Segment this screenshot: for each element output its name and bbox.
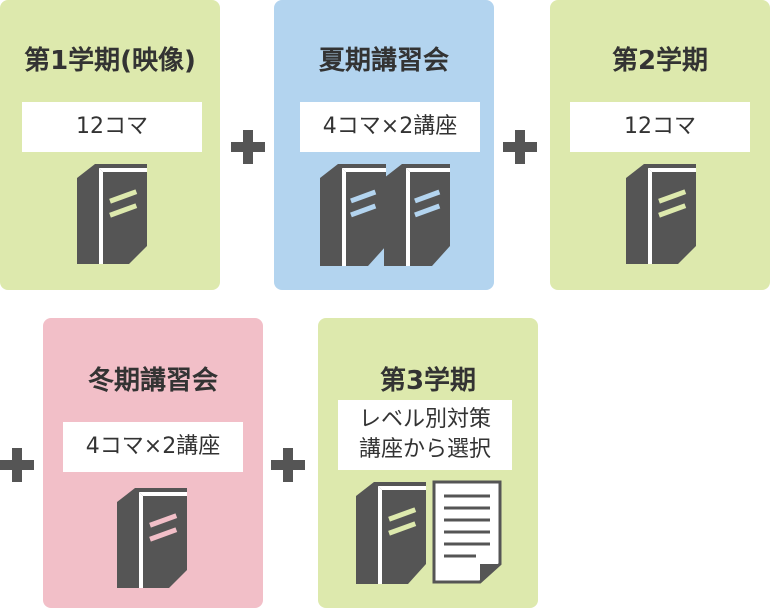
card-label: 12コマ	[22, 102, 202, 152]
card-title: 第1学期(映像)	[24, 46, 196, 76]
card-title: 夏期講習会	[318, 46, 449, 76]
card-title: 冬期講習会	[87, 366, 218, 396]
book-icon	[77, 164, 147, 264]
card-title: 第3学期	[379, 366, 477, 396]
document-icon	[432, 480, 502, 584]
card-label-line2: 講座から選択	[358, 437, 491, 462]
plus-icon	[503, 130, 537, 164]
card-title: 第2学期	[611, 46, 709, 76]
card-term3: 第3学期 レベル別対策 講座から選択	[318, 318, 538, 608]
card-label-line1: レベル別対策	[358, 407, 491, 433]
card-winter-course: 冬期講習会 4コマ×2講座	[43, 318, 263, 608]
card-label: レベル別対策 講座から選択	[338, 400, 512, 470]
card-term2: 第2学期 12コマ	[550, 0, 770, 290]
card-summer-course: 夏期講習会 4コマ×2講座	[274, 0, 494, 290]
card-term1: 第1学期(映像) 12コマ	[0, 0, 220, 290]
book-icon	[117, 488, 187, 588]
book-and-document-icon	[356, 480, 502, 584]
card-label: 4コマ×2講座	[63, 422, 243, 472]
plus-icon	[231, 130, 265, 164]
book-icon	[626, 164, 696, 264]
plus-icon	[0, 448, 34, 482]
card-label: 12コマ	[570, 102, 750, 152]
two-books-icon	[320, 164, 450, 266]
plus-icon	[271, 448, 305, 482]
card-label: 4コマ×2講座	[300, 102, 480, 152]
